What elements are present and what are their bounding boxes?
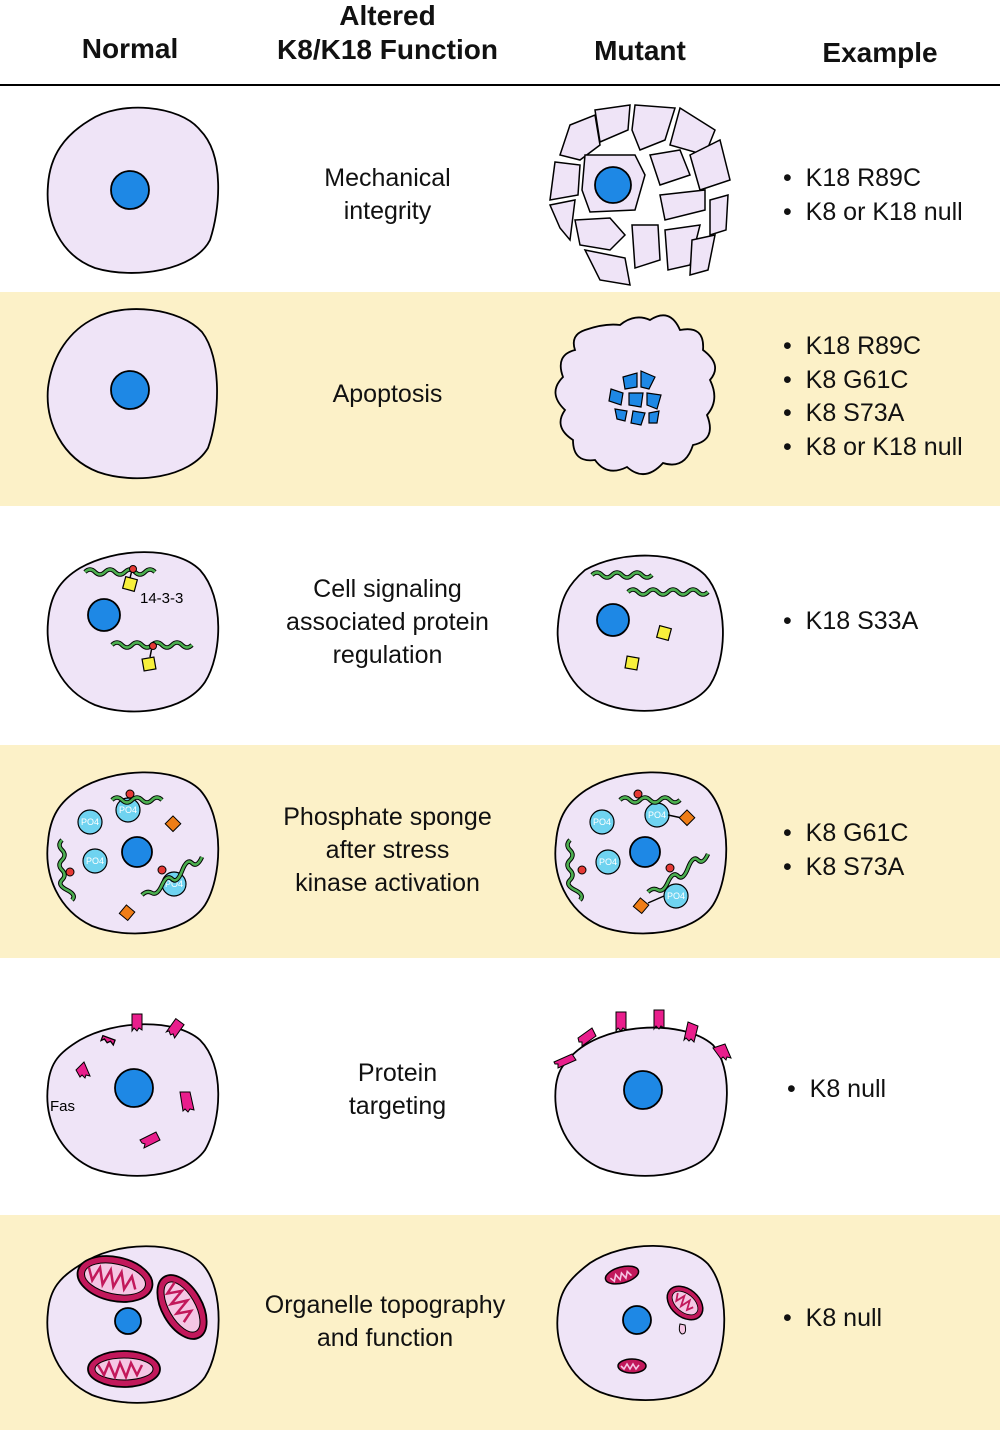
function-line: Organelle topography <box>264 1291 506 1319</box>
example-item: K18 R89C <box>783 330 963 364</box>
function-line: Protein <box>357 1059 438 1087</box>
fas-receptor <box>179 1091 195 1113</box>
function-line: Cell signaling <box>313 575 462 603</box>
phosphate-label: PO4 <box>648 810 666 820</box>
example-item: K8 G61C <box>783 817 909 851</box>
function-label-targeting: Protein targeting <box>245 1057 550 1123</box>
mutant-cell-apoptotic <box>554 314 717 475</box>
function-line: Apoptosis <box>332 380 443 408</box>
normal-cell-targeting: Fas <box>46 1013 220 1177</box>
phosphate-label: PO4 <box>599 857 617 867</box>
function-line: after stress <box>325 836 450 864</box>
phosphate-label: PO4 <box>165 879 183 889</box>
fas-receptor <box>75 1061 91 1079</box>
header-example: Example <box>822 37 938 68</box>
fas-receptor <box>553 1053 577 1069</box>
function-label-mechanical: Mechanical integrity <box>235 162 540 228</box>
mitochondrion <box>156 1274 208 1340</box>
fas-receptor <box>131 1013 143 1033</box>
function-line: integrity <box>343 197 432 225</box>
phosphate-label: PO4 <box>86 856 104 866</box>
fas-receptor <box>712 1043 732 1061</box>
example-item: K8 G61C <box>783 364 963 398</box>
stress-kinase <box>118 904 136 922</box>
normal-cell-apoptosis <box>46 308 218 480</box>
stress-kinase <box>632 897 650 915</box>
function-label-organelle: Organelle topography and function <box>230 1289 540 1355</box>
mutant-cell-fragmented <box>548 104 731 286</box>
function-line: and function <box>316 1324 454 1352</box>
example-item: K8 or K18 null <box>783 196 963 230</box>
function-line: targeting <box>348 1092 447 1120</box>
function-line: Mechanical <box>324 164 451 192</box>
function-line: regulation <box>332 641 443 669</box>
example-item: K8 null <box>787 1073 886 1107</box>
header-normal: Normal <box>81 33 179 64</box>
fas-receptor <box>577 1027 597 1047</box>
function-line: associated protein <box>286 608 489 636</box>
mutant-cell-organelle <box>556 1244 726 1401</box>
function-line: kinase activation <box>295 869 480 897</box>
label-14-3-3: 14-3-3 <box>140 590 183 607</box>
mitochondrion <box>76 1255 154 1303</box>
example-item: K8 or K18 null <box>783 431 963 465</box>
normal-cell-organelle <box>46 1245 220 1404</box>
header-function: Altered K8/K18 Function <box>240 0 535 67</box>
fas-receptor <box>653 1009 665 1031</box>
mitochondrion <box>87 1350 161 1388</box>
stress-kinase <box>164 815 182 833</box>
phosphate-label: PO4 <box>667 891 685 901</box>
label-fas: Fas <box>50 1098 75 1115</box>
normal-cell-mechanical <box>46 106 220 274</box>
mutant-cell-signaling <box>556 554 724 712</box>
example-item: K18 R89C <box>783 162 963 196</box>
phosphate-label: PO4 <box>81 817 99 827</box>
examples-phosphate: K8 G61C K8 S73A <box>783 817 909 884</box>
examples-apoptosis: K18 R89C K8 G61C K8 S73A K8 or K18 null <box>783 330 963 464</box>
header-mutant: Mutant <box>594 35 686 66</box>
normal-cell-phosphate: PO4 PO4 PO4 PO4 <box>46 771 220 935</box>
fas-receptor <box>683 1021 699 1043</box>
example-item: K18 S33A <box>783 605 919 639</box>
function-label-signaling: Cell signaling associated protein regula… <box>235 573 540 672</box>
normal-cell-signaling: 14-3-3 <box>46 551 220 713</box>
header-divider <box>0 84 1000 86</box>
stress-kinase <box>678 809 696 827</box>
fas-receptor <box>99 1034 116 1047</box>
function-label-phosphate: Phosphate sponge after stress kinase act… <box>235 801 540 900</box>
examples-organelle: K8 null <box>783 1302 882 1336</box>
example-item: K8 null <box>783 1302 882 1336</box>
phosphate-label: PO4 <box>119 805 137 815</box>
phosphate-label: PO4 <box>593 817 611 827</box>
fas-receptor <box>139 1131 161 1149</box>
fas-receptor <box>165 1017 185 1039</box>
header-function-line2: K8/K18 Function <box>277 34 498 65</box>
examples-mechanical: K18 R89C K8 or K18 null <box>783 162 963 229</box>
examples-targeting: K8 null <box>787 1073 886 1107</box>
adapter-14-3-3 <box>141 656 157 672</box>
header-function-line1: Altered <box>339 0 436 31</box>
adapter-14-3-3 <box>624 655 640 671</box>
mutant-cell-targeting <box>553 1009 732 1177</box>
mitochondrion-small <box>617 1358 647 1374</box>
fas-receptor <box>615 1011 627 1033</box>
function-line: Phosphate sponge <box>283 803 492 831</box>
mitochondrion-swollen <box>666 1285 704 1335</box>
adapter-14-3-3 <box>655 624 673 642</box>
adapter-14-3-3 <box>121 575 139 593</box>
function-label-apoptosis: Apoptosis <box>235 378 540 411</box>
example-item: K8 S73A <box>783 851 909 885</box>
mutant-cell-phosphate: PO4 PO4 PO4 PO4 <box>554 771 728 935</box>
example-item: K8 S73A <box>783 397 963 431</box>
examples-signaling: K18 S33A <box>783 605 919 639</box>
mitochondrion-small <box>604 1265 640 1285</box>
